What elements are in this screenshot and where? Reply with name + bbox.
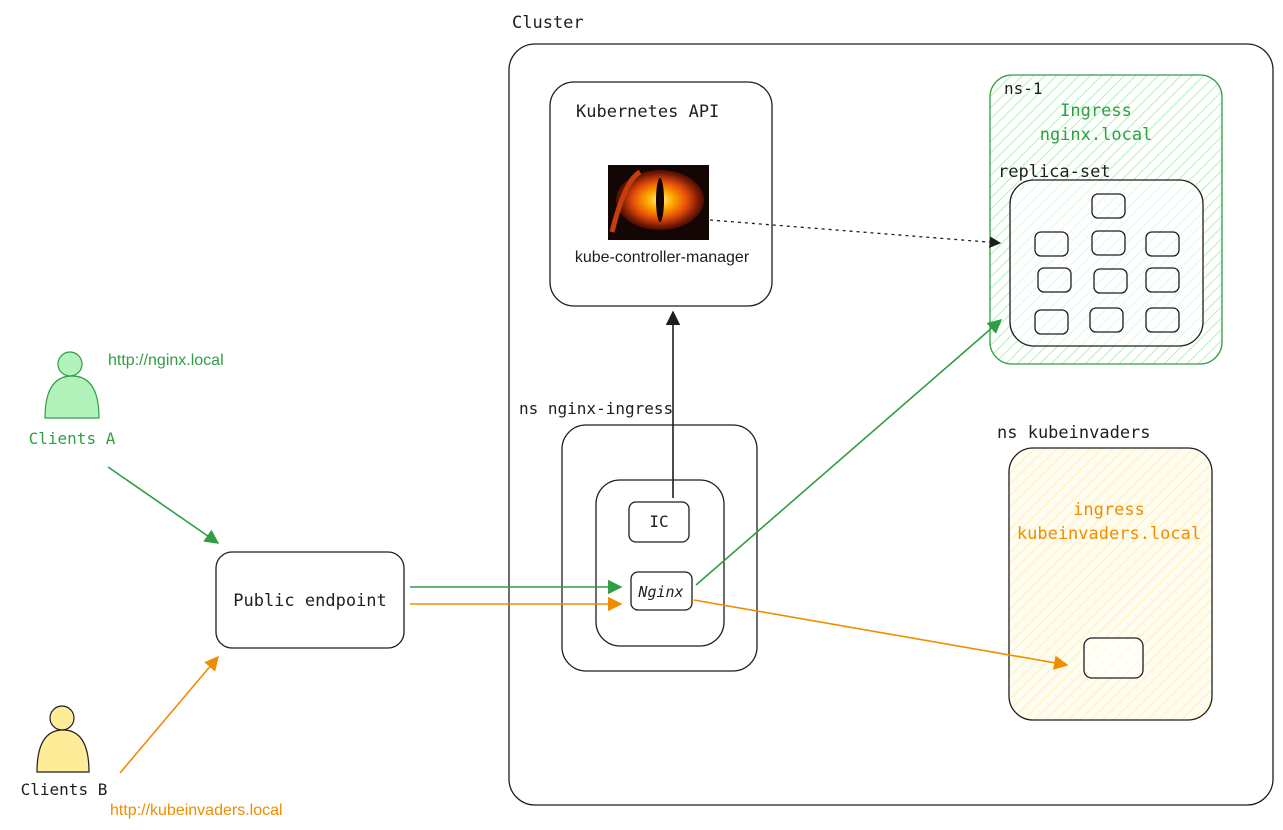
kubeinvaders-ingress-host: kubeinvaders.local [1017,524,1201,544]
pod [1091,230,1126,256]
client-b-user-icon [36,705,90,773]
nginx-label: Nginx [637,583,683,601]
pod [1034,231,1069,257]
client-a-user-icon [44,351,100,419]
ns-1-ingress-title: Ingress [1060,101,1132,121]
clients-b-label: Clients B [21,780,108,799]
cluster-box [508,43,1274,806]
clients-b-url: http://kubeinvaders.local [110,802,283,819]
clients-a-to-endpoint-arrow [107,466,220,544]
ns-kubeinvaders-box [1008,447,1213,721]
pod [1089,307,1124,333]
pod [1093,268,1128,294]
pod [1034,309,1069,335]
cluster-label: Cluster [512,13,584,33]
kube-controller-manager-label: kube-controller-manager [575,249,750,266]
ns-1-label: ns-1 [1004,79,1043,98]
public-endpoint-label: Public endpoint [233,591,387,611]
nginx-to-replica-set-arrow [695,319,1003,586]
pod [1091,193,1126,219]
pod [1145,267,1180,293]
kubernetes-api-label: Kubernetes API [576,102,719,122]
ns-nginx-ingress-label: ns nginx-ingress [519,399,673,418]
pod [1037,267,1072,293]
ic-box [628,501,690,543]
clients-a-url: http://nginx.local [108,352,224,369]
pod [1145,307,1180,333]
public-endpoint-box [215,551,405,649]
replica-set-box [1009,179,1204,347]
ns-1-ingress-host: nginx.local [1040,125,1153,145]
nginx-to-kubeinvaders-arrow [693,599,1069,670]
kubeinvaders-ingress-title: ingress [1073,500,1145,520]
replica-set-pods [1034,193,1180,335]
eye-of-sauron-icon [608,165,709,240]
clients-b-to-endpoint-arrow [119,655,219,774]
replica-set-label: replica-set [998,162,1111,182]
nginx-box [630,571,693,611]
ic-label: IC [649,512,668,531]
kubeinvaders-pod [1083,637,1144,679]
pod [1145,231,1180,257]
ns-kubeinvaders-label: ns kubeinvaders [997,423,1151,443]
clients-a-label: Clients A [29,429,116,448]
